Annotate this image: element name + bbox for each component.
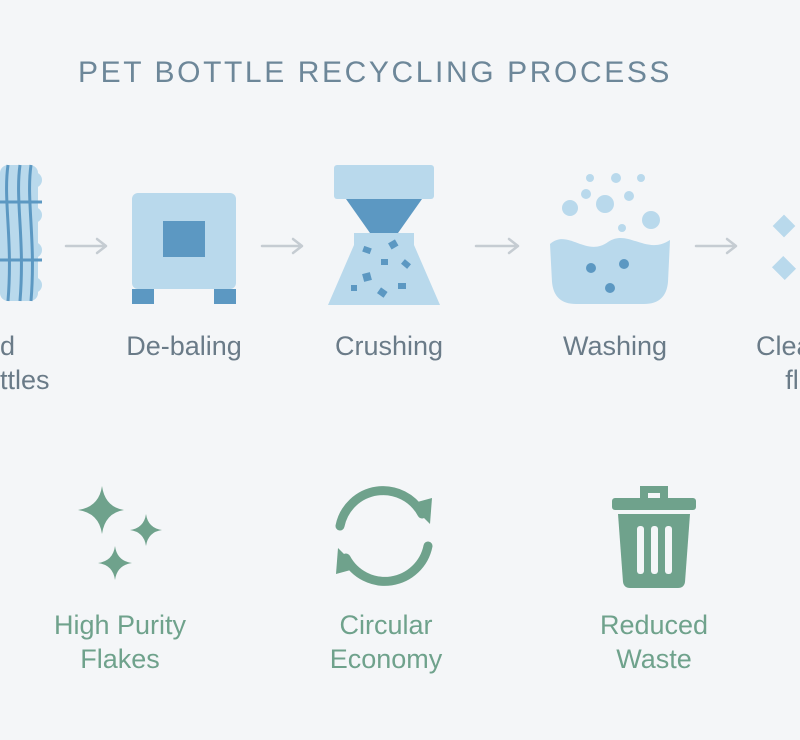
debaling-machine-icon [132,193,236,304]
diagram-title: PET BOTTLE RECYCLING PROCESS [78,56,673,89]
arrow-icon [474,237,520,255]
arrow-icon [260,237,304,255]
bale-icon [0,164,42,302]
trash-bin-icon [612,486,696,588]
step-label-baled-bottles: d ttles [0,331,50,395]
step-label-crushing: Crushing [334,331,444,361]
flakes-icon [771,214,797,281]
benefit-label-circular-economy: Circular Economy [329,610,443,674]
benefit-label-high-purity-flakes: High Purity Flakes [53,610,187,674]
recycle-arrows-icon [335,486,433,586]
step-label-washing: Washing [562,331,668,361]
crusher-icon [328,165,440,305]
step-label-de-baling: De-baling [126,331,242,361]
step-label-clean-flakes: Clea fl [756,331,800,395]
benefit-label-reduced-waste: Reduced Waste [599,610,709,674]
sparkles-icon [78,486,162,580]
washing-basin-icon [550,173,670,304]
arrow-icon [694,237,738,255]
arrow-icon [64,237,108,255]
